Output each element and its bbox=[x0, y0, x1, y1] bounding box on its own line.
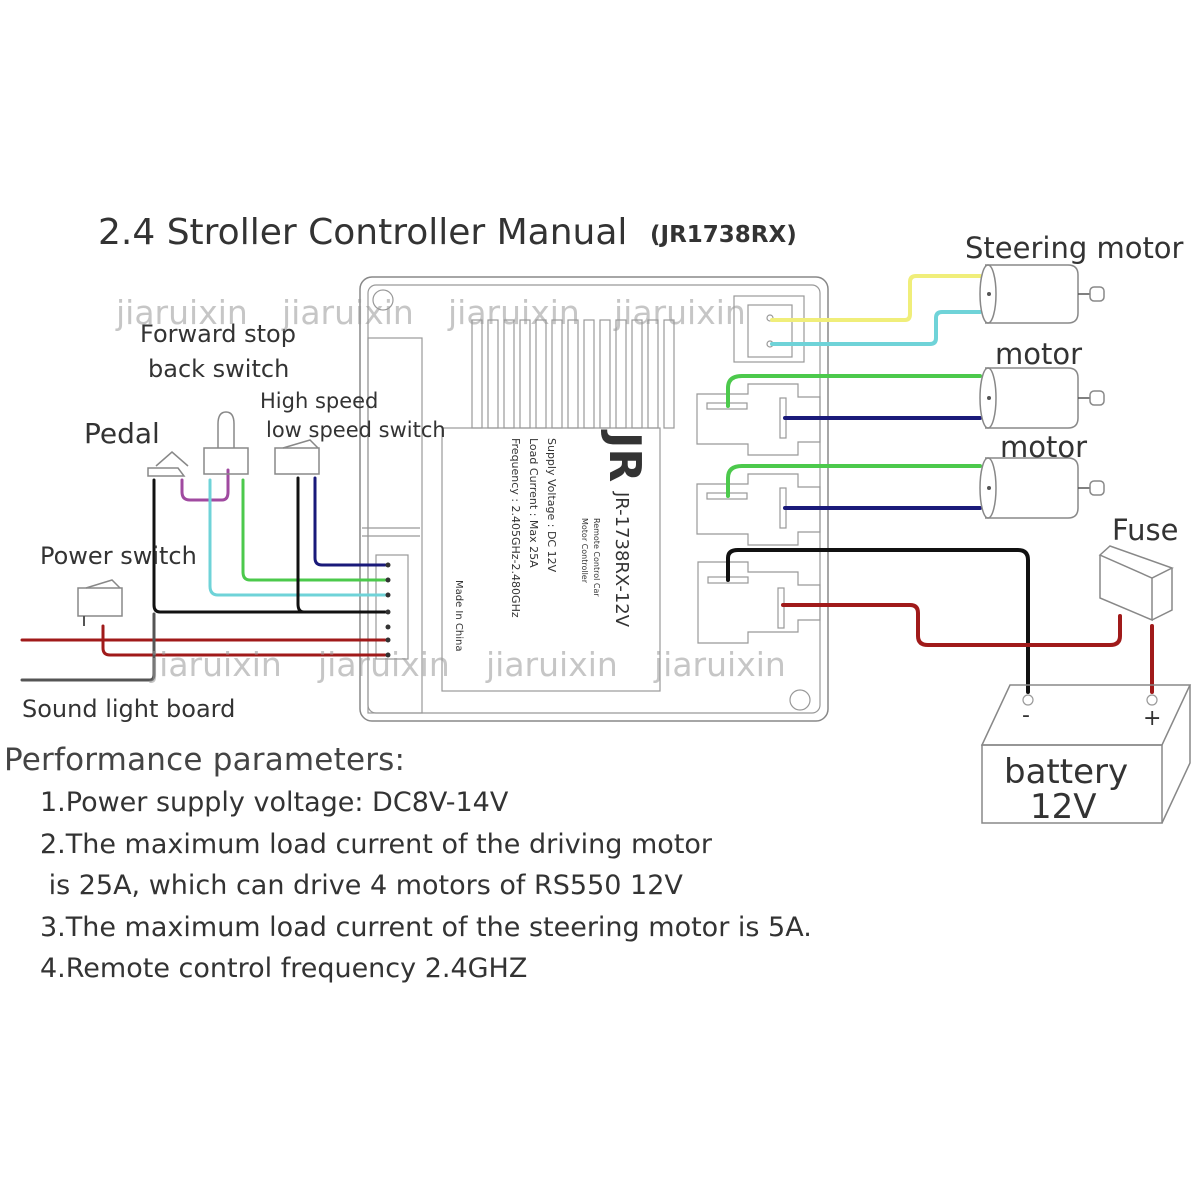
drive-motor-2-icon bbox=[979, 457, 1105, 519]
frequency: Frequency : 2.405GHz-2.480GHz bbox=[509, 438, 522, 618]
battery-voltage-label: 12V bbox=[1030, 787, 1097, 827]
watermark: jiaruixin bbox=[149, 645, 282, 684]
made-in: Made In China bbox=[453, 580, 464, 651]
wire-black-pedal bbox=[152, 478, 387, 614]
parameter-item: 4.Remote control frequency 2.4GHZ bbox=[40, 953, 528, 984]
pedal-label: Pedal bbox=[84, 417, 160, 450]
wire-purple-pedal bbox=[180, 468, 230, 502]
forward-stop-label: Forward stop bbox=[140, 320, 296, 348]
wire-green-motor1 bbox=[726, 374, 982, 408]
watermark: jiaruixin bbox=[653, 645, 786, 684]
steering-motor-icon bbox=[979, 264, 1105, 324]
wire-cyan-forward bbox=[208, 478, 387, 597]
performance-heading: Performance parameters: bbox=[4, 742, 406, 778]
wire-red-power-switch bbox=[101, 624, 387, 657]
parameter-item: 1.Power supply voltage: DC8V-14V bbox=[40, 787, 509, 818]
pedal-switch-icon bbox=[147, 451, 189, 477]
wire-cyan bbox=[770, 310, 982, 346]
wire-green-forward bbox=[241, 478, 387, 582]
heatsink bbox=[471, 319, 675, 429]
controller-box bbox=[359, 276, 829, 722]
sound-light-board-label: Sound light board bbox=[22, 695, 235, 723]
low-speed-switch-label: low speed switch bbox=[266, 418, 446, 442]
watermark: jiaruixin bbox=[115, 293, 248, 332]
toggle-switch-icon bbox=[203, 411, 249, 475]
wire-red-fuse bbox=[781, 603, 1122, 647]
supply-voltage: Supply Voltage : DC 12V bbox=[545, 438, 558, 573]
battery-label: battery bbox=[1004, 752, 1128, 792]
wire-black-speed bbox=[296, 476, 306, 614]
wire-sound-board bbox=[20, 612, 156, 682]
input-header bbox=[375, 554, 409, 660]
controller-type-2: Motor Controller bbox=[580, 518, 589, 584]
fuse-icon bbox=[1098, 545, 1174, 622]
battery-minus-label: - bbox=[1022, 703, 1030, 728]
model-number: (JR1738RX) bbox=[650, 222, 797, 248]
motor-2-label: motor bbox=[1000, 430, 1087, 464]
watermark: jiaruixin bbox=[317, 645, 450, 684]
controller-type-1: Remote Control Car bbox=[592, 518, 601, 597]
parameter-item: is 25A, which can drive 4 motors of RS55… bbox=[40, 870, 683, 901]
watermark: jiaruixin bbox=[613, 293, 746, 332]
fuse-label: Fuse bbox=[1112, 513, 1178, 547]
power-switch-icon bbox=[77, 579, 123, 626]
jr-logo: JR bbox=[599, 429, 650, 482]
wire-green-motor2 bbox=[726, 464, 982, 498]
mount-hole-icon bbox=[789, 689, 811, 711]
diagram-title: 2.4 Stroller Controller Manual bbox=[98, 212, 627, 253]
power-switch-label: Power switch bbox=[40, 542, 197, 570]
wire-yellow bbox=[770, 274, 982, 322]
high-speed-label: High speed bbox=[260, 389, 378, 413]
controller-label: JR JR-1738RX-12V Remote Control Car Moto… bbox=[453, 429, 650, 651]
battery-icon bbox=[980, 684, 1192, 824]
speed-switch-icon bbox=[274, 439, 320, 475]
controller-model: JR-1738RX-12V bbox=[611, 491, 632, 628]
watermark: jiaruixin bbox=[447, 293, 580, 332]
parameter-item: 3.The maximum load current of the steeri… bbox=[40, 911, 812, 943]
watermark: jiaruixin bbox=[485, 645, 618, 684]
performance-parameters: Performance parameters: 1.Power supply v… bbox=[0, 742, 1000, 990]
wire-black-battery bbox=[726, 548, 1030, 694]
load-current: Load Current : Max 25A bbox=[527, 438, 540, 568]
battery-plus-label: + bbox=[1143, 706, 1161, 731]
mount-hole-icon bbox=[372, 289, 394, 311]
wire-navy-speed bbox=[313, 476, 387, 567]
power-connector bbox=[697, 561, 821, 644]
back-switch-label: back switch bbox=[148, 355, 289, 383]
steering-motor-label: Steering motor bbox=[965, 231, 1184, 265]
parameter-item: 2.The maximum load current of the drivin… bbox=[40, 828, 713, 860]
drive-motor-1-icon bbox=[979, 367, 1105, 429]
motor-1-label: motor bbox=[995, 337, 1082, 371]
watermark: jiaruixin bbox=[281, 293, 414, 332]
header-pins bbox=[385, 562, 391, 658]
